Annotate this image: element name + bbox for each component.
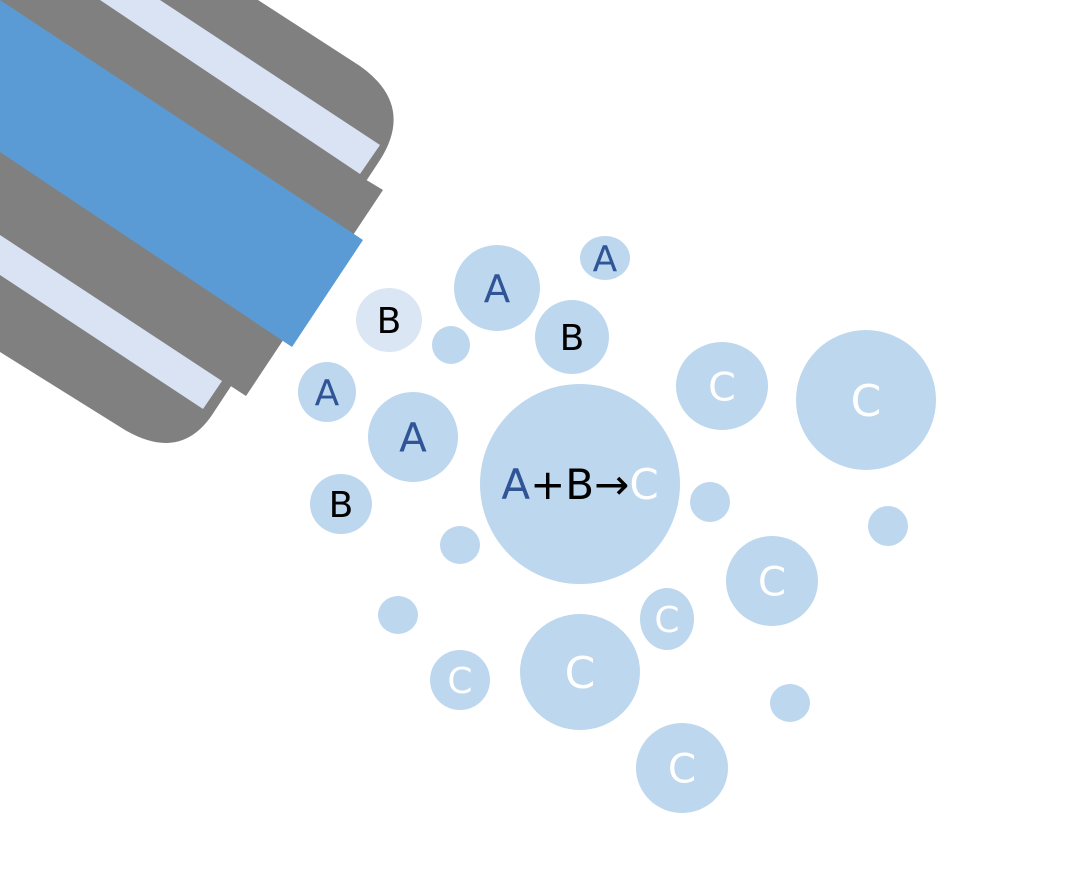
reaction-circle (480, 384, 680, 584)
particle-empty (432, 326, 470, 364)
particle-empty (868, 506, 908, 546)
particle-c (796, 330, 936, 470)
reaction-particle: A+B→C (480, 384, 680, 584)
particle-label: C (654, 600, 679, 641)
particle-label: C (708, 364, 736, 410)
particle-a (580, 236, 630, 280)
particle-c (636, 723, 728, 813)
particle-c (430, 650, 490, 710)
particle-label: C (851, 376, 882, 427)
reaction-a: A (501, 460, 530, 509)
particle-c (520, 614, 640, 730)
reaction-equation: A+B→C (501, 460, 658, 509)
particle-label: C (447, 661, 472, 702)
reaction-arrow: → (594, 460, 629, 509)
particle-b (535, 300, 609, 374)
particle-label: A (593, 239, 618, 280)
nozzle (0, 0, 394, 443)
particle-label: B (329, 485, 354, 526)
reaction-c: C (629, 460, 658, 509)
particle-b (356, 288, 422, 352)
particle-label: C (565, 648, 596, 699)
particle-empty (770, 684, 810, 722)
particle-label: C (758, 558, 786, 606)
particle-empty (378, 596, 418, 634)
particle-label: A (315, 373, 340, 414)
particle-a (454, 245, 540, 331)
particle-label: C (668, 745, 696, 793)
nozzle-upper-stripe (100, 0, 380, 174)
particle-a (298, 362, 356, 422)
reaction-plus-b: +B (530, 460, 594, 509)
particle-b (310, 474, 372, 534)
particle-label: A (399, 414, 427, 462)
nozzle-lower-stripe (0, 235, 222, 409)
particle-c (676, 342, 768, 430)
particle-label: A (484, 267, 511, 312)
particle-empty (690, 482, 730, 522)
particle-c (726, 536, 818, 626)
particle-empty (440, 526, 480, 564)
particle-c (640, 588, 694, 650)
particle-a (368, 392, 458, 482)
nozzle-core (0, 0, 363, 347)
particle-label: B (377, 301, 402, 342)
particle-label: B (560, 318, 585, 359)
